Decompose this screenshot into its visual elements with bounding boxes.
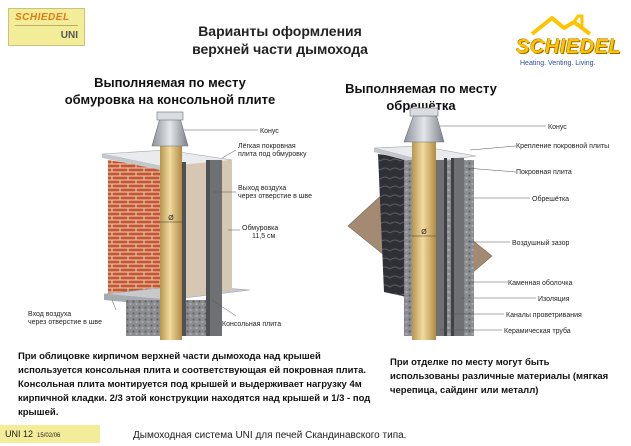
right-heading-line-2: обрешётка: [386, 98, 456, 113]
ceramic-pipe-right: [412, 126, 436, 340]
label-masonry-2: 11,5 см: [252, 233, 276, 240]
label-insulation: Изоляция: [538, 296, 570, 303]
logo-tagline: Heating. Venting. Living.: [520, 60, 596, 67]
label-air-in-1: Вход воздуха: [28, 311, 71, 318]
badge-divider: [15, 25, 78, 26]
label-stone-shell: Каменная оболочка: [508, 279, 572, 287]
badge-brand: SCHIEDEL: [15, 12, 70, 23]
left-heading-line-2: обмуровка на консольной плите: [64, 92, 276, 107]
label-cone-left: Конус: [260, 128, 279, 135]
logo-wordmark: SCHIEDEL: [516, 36, 622, 58]
schiedel-logo: SCHIEDEL Heating. Venting. Living.: [512, 12, 624, 68]
left-description: При облицовке кирпичом верхней части дым…: [18, 350, 374, 420]
footer-page-code: UNI 12: [5, 429, 34, 439]
logo-roof-icon: [530, 14, 592, 36]
badge-product: UNI: [60, 30, 78, 41]
label-cone-right: Конус: [548, 124, 567, 131]
label-light-cover-1: Лёгкая покровная: [238, 143, 296, 150]
brick-front-face: [108, 160, 160, 300]
left-panel-heading: Выполняемая по месту обмуровка на консол…: [40, 74, 300, 108]
right-heading-line-1: Выполняемая по месту: [345, 81, 497, 96]
diameter-label: Ø: [168, 215, 174, 222]
right-description: При отделке по месту могут быть использо…: [390, 356, 610, 398]
left-description-text: При облицовке кирпичом верхней части дым…: [18, 351, 371, 418]
cover-plate-edge: [102, 154, 170, 172]
left-heading-line-1: Выполняемая по месту: [94, 75, 246, 90]
title-line-2: верхней части дымохода: [192, 41, 368, 57]
label-vent-channels: Каналы проветривания: [506, 312, 582, 319]
right-chimney-drawing: Ø Конус Крепление покровной плиты Покров…: [347, 107, 609, 340]
label-light-cover-2: плита под обмуровку: [238, 150, 307, 158]
diameter-label-right: Ø: [421, 229, 427, 236]
title-line-1: Варианты оформления: [198, 23, 362, 39]
right-description-text: При отделке по месту могут быть использо…: [390, 357, 609, 396]
label-cover-plate: Покровная плита: [516, 169, 572, 176]
insulation-right: [210, 160, 222, 336]
insulation-right-panel: [434, 160, 444, 336]
label-cover-mount: Крепление покровной плиты: [516, 142, 609, 150]
cone: [151, 117, 189, 147]
footer-date: 15/02/06: [37, 433, 61, 439]
label-masonry-1: Обмуровка: [242, 224, 278, 232]
left-chimney-drawing: Ø Конус Лёгкая покровная плита под обмур…: [28, 111, 312, 340]
label-air-in-2: через отверстие в шве: [28, 319, 102, 326]
footer-caption: Дымоходная система UNI для печей Скандин…: [133, 430, 407, 441]
label-air-gap: Воздушный зазор: [512, 239, 570, 247]
label-console-plate: Консольная плита: [222, 321, 281, 328]
right-panel-heading: Выполняемая по месту обрешётка: [336, 80, 506, 114]
label-air-out-2: через отверстие в шве: [238, 193, 312, 200]
label-ceramic-pipe: Керамическая труба: [504, 327, 571, 335]
page-title: Варианты оформления верхней части дымохо…: [120, 22, 440, 58]
label-air-out-1: Выход воздуха: [238, 185, 286, 192]
cone-right: [403, 113, 445, 143]
label-lathing: Обрешётка: [532, 195, 569, 203]
ceramic-pipe: [160, 130, 182, 340]
product-badge: SCHIEDEL UNI: [8, 8, 85, 46]
